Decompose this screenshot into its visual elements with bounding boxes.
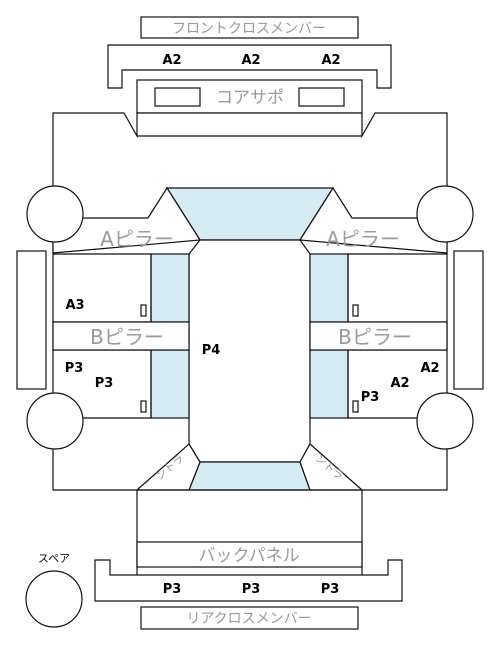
headlight-right	[298, 87, 345, 107]
a-pillar-left-label: Aピラー	[100, 227, 174, 251]
front-cross-member-box	[140, 16, 359, 39]
rear-cross-member-label: リアクロスメンバー	[186, 611, 311, 627]
front-cross-member-label: フロントクロスメンバー	[172, 21, 326, 37]
grade-front-3: A2	[321, 53, 340, 68]
grade-left-upper: A3	[65, 298, 84, 313]
window-left-rear	[150, 349, 190, 419]
b-pillar-right-label: Bピラー	[338, 325, 412, 349]
back-panel	[136, 541, 363, 568]
grade-right-lower-1: A2	[420, 361, 439, 376]
b-pillar-left-label: Bピラー	[90, 325, 164, 349]
b-pillar-left-band	[52, 321, 190, 351]
side-strip-left	[16, 250, 47, 390]
grade-left-lower-1: P3	[65, 361, 84, 376]
a-pillar-right-label: Aピラー	[326, 227, 400, 251]
wheel-rear-left	[26, 392, 84, 450]
wheel-rear-right	[416, 392, 474, 450]
grade-left-lower-2: P3	[95, 376, 114, 391]
core-support-label: コアサポ	[216, 88, 284, 108]
back-panel-label: バックパネル	[198, 546, 299, 566]
window-right-front	[309, 253, 349, 323]
door-handle-right-front	[352, 304, 359, 317]
side-strip-right	[453, 250, 484, 390]
grade-front-1: A2	[162, 53, 181, 68]
window-left-front	[150, 253, 190, 323]
grade-rear-3: P3	[321, 582, 340, 597]
grade-rear-2: P3	[242, 582, 261, 597]
spare-tire	[25, 570, 83, 628]
window-right-rear	[309, 349, 349, 419]
wheel-front-right	[416, 185, 474, 243]
door-handle-right-rear	[352, 400, 359, 413]
b-pillar-right-band	[309, 321, 448, 351]
rear-window	[188, 461, 311, 491]
door-handle-left-front	[140, 304, 147, 317]
grade-front-2: A2	[241, 53, 260, 68]
grade-right-lower-3: P3	[361, 390, 380, 405]
headlight-left	[154, 87, 201, 107]
grade-right-lower-2: A2	[390, 376, 409, 391]
rear-cross-member-box	[140, 606, 359, 630]
rear-bumper-member	[94, 559, 403, 602]
a-pillar-right-region	[298, 186, 448, 254]
door-handle-left-rear	[140, 400, 147, 413]
grade-center: P4	[202, 343, 221, 358]
spare-label: スペア	[38, 552, 70, 565]
a-pillar-left-region	[52, 186, 202, 254]
grade-rear-1: P3	[163, 582, 182, 597]
wheel-front-left	[26, 185, 84, 243]
front-bumper-member	[107, 44, 392, 89]
